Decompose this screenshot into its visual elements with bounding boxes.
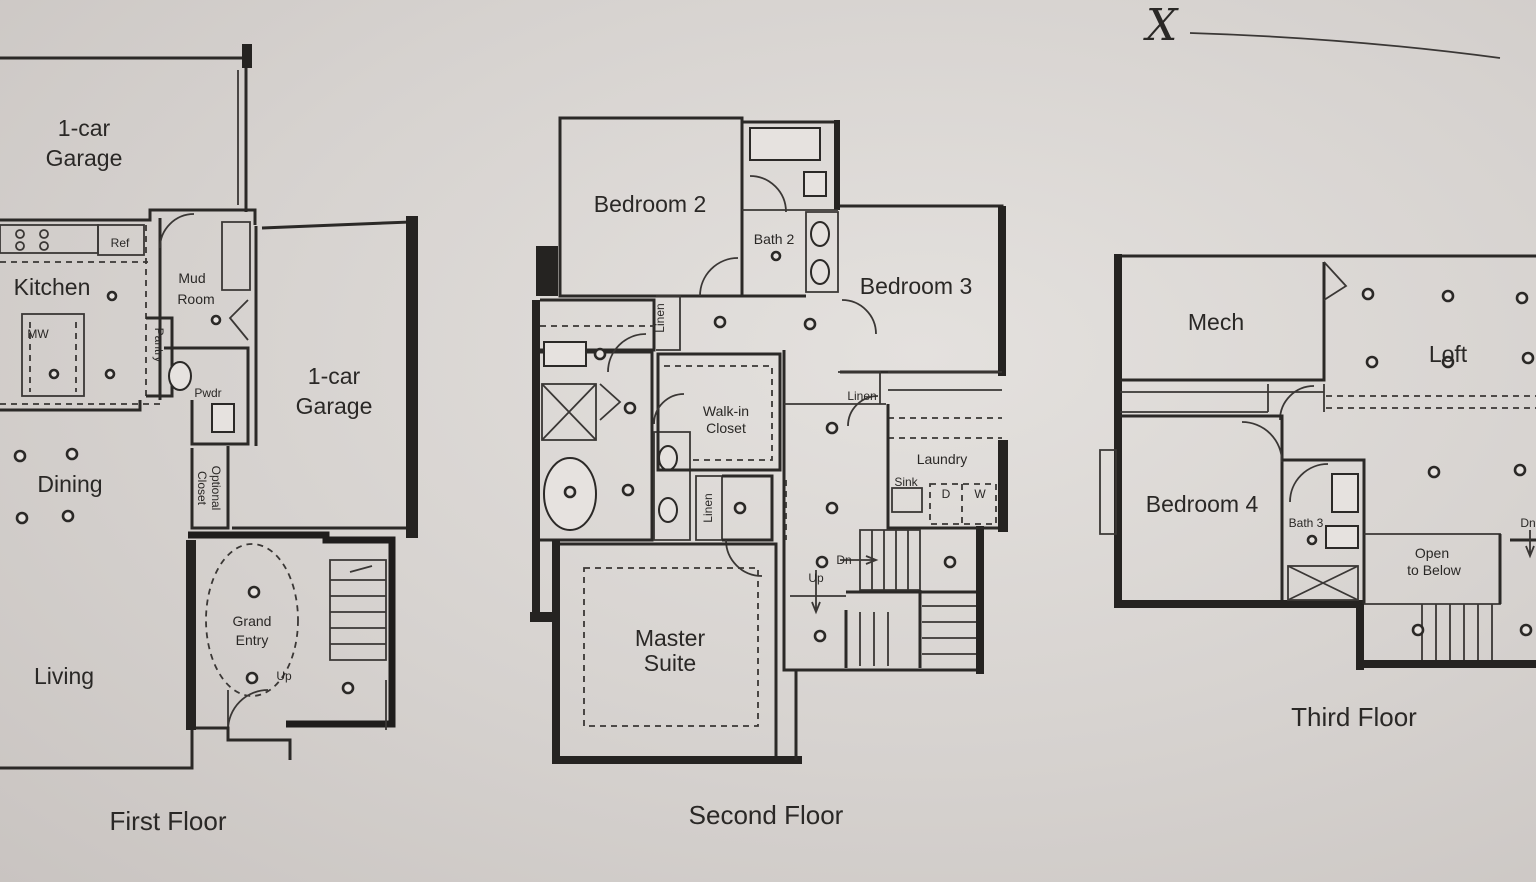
- linen-c-label: Linen: [701, 493, 715, 522]
- walk-in-closet-label-2: Closet: [706, 420, 746, 436]
- second-floor-plan: [530, 116, 1008, 764]
- pwdr-label: Pwdr: [194, 386, 221, 400]
- garage-b-label-1: 1-car: [308, 363, 361, 389]
- first-floor-caption: First Floor: [110, 806, 227, 836]
- laundry-label: Laundry: [917, 451, 968, 467]
- third-floor-lights: [1306, 287, 1535, 637]
- mud-room-label-1: Mud: [178, 270, 205, 286]
- bedroom4-label: Bedroom 4: [1146, 491, 1259, 517]
- third-floor-labels: Mech Loft Bedroom 4 Bath 3 Open to Below…: [1146, 309, 1536, 732]
- bedroom3-label: Bedroom 3: [860, 273, 973, 299]
- signature-line: [1189, 32, 1501, 59]
- third-dn-label: Dn: [1520, 516, 1535, 530]
- optional-closet-label-1: Optional: [209, 466, 223, 511]
- loft-label: Loft: [1429, 341, 1468, 367]
- second-dn-label: Dn: [836, 553, 851, 567]
- linen-b-label: Linen: [847, 389, 876, 403]
- mw-label: MW: [27, 327, 49, 341]
- kitchen-label: Kitchen: [14, 274, 91, 300]
- optional-closet-label-2: Closet: [195, 471, 209, 506]
- first-floor-plan: [0, 44, 418, 770]
- third-floor-plan: [1099, 254, 1536, 670]
- garage-b-label-2: Garage: [296, 393, 373, 419]
- second-up-label: Up: [808, 571, 824, 585]
- grand-entry-label-2: Entry: [236, 632, 269, 648]
- first-floor-lights: [13, 290, 355, 695]
- washer-label: W: [974, 487, 986, 501]
- first-up-label: Up: [276, 669, 292, 683]
- walk-in-closet-label-1: Walk-in: [703, 403, 749, 419]
- master-suite-label-1: Master: [635, 625, 706, 651]
- sink-label: Sink: [894, 475, 918, 489]
- garage-a-label-2: Garage: [46, 145, 123, 171]
- bath3-label: Bath 3: [1289, 516, 1324, 530]
- linen-a-label: Linen: [653, 303, 667, 332]
- second-floor-labels: Bedroom 2 Bath 2 Bedroom 3 Linen Linen L…: [594, 191, 987, 830]
- dining-label: Dining: [37, 471, 102, 497]
- master-suite-label-2: Suite: [644, 650, 696, 676]
- second-floor-lights: [563, 250, 957, 643]
- second-floor-caption: Second Floor: [689, 800, 844, 830]
- dryer-label: D: [942, 487, 951, 501]
- third-floor-caption: Third Floor: [1291, 702, 1417, 732]
- signature-area: X: [1143, 0, 1501, 59]
- garage-a-label-1: 1-car: [58, 115, 111, 141]
- open-to-below-label-2: to Below: [1407, 562, 1462, 578]
- first-floor-labels: 1-car Garage Kitchen Ref MW Mud Room Pan…: [14, 115, 373, 836]
- bath2-label: Bath 2: [754, 231, 795, 247]
- grand-entry-label-1: Grand: [233, 613, 272, 629]
- bedroom2-label: Bedroom 2: [594, 191, 707, 217]
- mud-room-label-2: Room: [177, 291, 214, 307]
- mech-label: Mech: [1188, 309, 1244, 335]
- signature-mark: X: [1143, 0, 1179, 51]
- living-label: Living: [34, 663, 94, 689]
- garage-a-wall: [0, 56, 248, 212]
- pantry-label: Pantry: [152, 328, 166, 363]
- open-to-below-label-1: Open: [1415, 545, 1449, 561]
- ref-label: Ref: [111, 236, 130, 250]
